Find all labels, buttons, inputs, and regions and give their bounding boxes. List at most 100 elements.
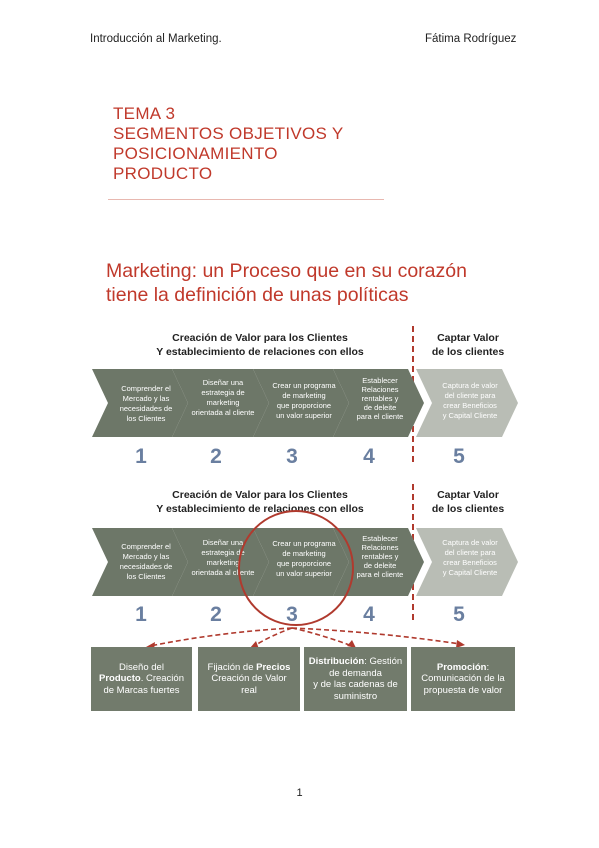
- step-text: marketing: [207, 398, 240, 407]
- chevron-step-4: [333, 369, 424, 437]
- policy-keyword: Promoción: [436, 661, 487, 673]
- step-text: un valor superior: [276, 569, 332, 578]
- group2-heading: Captar Valor: [437, 332, 499, 344]
- step-text: que proporcione: [277, 559, 331, 568]
- step-text: y Capital Cliente: [443, 411, 498, 420]
- section-heading-line: Marketing: un Proceso que en su corazón: [106, 260, 467, 282]
- chevron-step-3: [253, 528, 349, 596]
- step-number: 2: [210, 445, 222, 468]
- document-title: TEMA 3 SEGMENTOS OBJETIVOS Y POSICIONAMI…: [113, 104, 344, 184]
- page-number: 1: [296, 787, 303, 799]
- step-text: Crear un programa: [272, 381, 336, 390]
- step-text: orientada al cliente: [192, 408, 255, 417]
- title-line: PRODUCTO: [113, 164, 213, 183]
- step-number: 1: [135, 445, 147, 468]
- policy-text: . Creación: [140, 673, 184, 685]
- policy-text: :: [486, 661, 490, 673]
- step-text: Comprender el: [121, 542, 171, 551]
- process-diagram-bottom: Creación de Valor para los Clientes Y es…: [92, 484, 518, 650]
- policy-text: suministro: [333, 690, 378, 702]
- step-text: rentables y: [362, 394, 399, 403]
- step-text: que proporcione: [277, 401, 331, 410]
- step-number: 5: [453, 603, 465, 626]
- step-text: marketing: [207, 558, 240, 567]
- group1-heading: Creación de Valor para los Clientes: [172, 332, 348, 344]
- dashed-arrow: [149, 627, 293, 647]
- dashed-arrow: [291, 627, 461, 645]
- header-course-title: Introducción al Marketing.: [90, 33, 222, 45]
- step-text: Diseñar una: [203, 538, 244, 547]
- step-number: 2: [210, 603, 222, 626]
- policy-box-distribution: Distribución: Gestión de demanda y de la…: [304, 647, 407, 711]
- title-line: POSICIONAMIENTO: [113, 144, 278, 163]
- process-diagram-top: Creación de Valor para los Clientes Y es…: [92, 326, 518, 468]
- policy-text: real: [241, 684, 257, 696]
- policy-keyword: Producto: [98, 673, 141, 685]
- step-text: necesidades de: [120, 404, 173, 413]
- step-text: de marketing: [282, 549, 325, 558]
- step-text: Diseñar una: [203, 378, 244, 387]
- step-number: 3: [286, 445, 298, 468]
- policy-text: Fijación de Precios: [208, 662, 291, 674]
- step-text: para el cliente: [357, 412, 404, 421]
- arrowhead: [456, 640, 465, 648]
- dashed-arrow: [253, 627, 293, 647]
- policy-text: propuesta de valor: [423, 684, 503, 696]
- step-text: crear Beneficios: [443, 558, 497, 567]
- policy-text: : Gestión de demanda: [329, 656, 403, 679]
- step-text: estrategia de: [201, 548, 244, 557]
- chevron-step-5: [416, 528, 518, 596]
- dashed-arrow: [291, 627, 353, 647]
- step-text: Relaciones: [361, 385, 398, 394]
- step-number: 4: [363, 445, 375, 468]
- title-line: TEMA 3: [113, 104, 176, 123]
- step-number: 1: [135, 603, 147, 626]
- chevron-step-4: [333, 528, 424, 596]
- policy-text: Distribución: Gestión de demanda: [308, 656, 403, 679]
- step-text: de deleite: [364, 403, 397, 412]
- chevron-step-2: [172, 369, 269, 437]
- step-text: Establecer: [362, 376, 398, 385]
- group1-heading: Creación de Valor para los Clientes: [172, 489, 348, 501]
- step-number: 5: [453, 445, 465, 468]
- step-number: 3: [286, 603, 298, 626]
- policy-box-product: Diseño del Producto. Creación de Marcas …: [91, 647, 192, 711]
- group1-heading: Y establecimiento de relaciones con ello…: [156, 503, 364, 515]
- step-text: y Capital Cliente: [443, 568, 498, 577]
- policy-text: Creación de Valor: [211, 673, 287, 685]
- group2-heading: de los clientes: [432, 346, 505, 358]
- step-text: estrategia de: [201, 388, 244, 397]
- step-text: Mercado y las: [123, 552, 170, 561]
- policy-text: de Marcas fuertes: [103, 684, 180, 696]
- step-text: Captura de valor: [442, 538, 498, 547]
- step-text: de deleite: [364, 561, 397, 570]
- step-text: un valor superior: [276, 411, 332, 420]
- step-text: necesidades de: [120, 562, 173, 571]
- step-number: 4: [363, 603, 375, 626]
- title-divider: [108, 199, 384, 200]
- chevron-step-1: [92, 528, 188, 596]
- step-text: del cliente para: [445, 391, 497, 400]
- title-line: SEGMENTOS OBJETIVOS Y: [113, 124, 344, 143]
- group1-heading: Y establecimiento de relaciones con ello…: [156, 346, 364, 358]
- arrowhead: [347, 640, 356, 648]
- section-heading-line: tiene la definición de unas políticas: [106, 284, 409, 306]
- policy-text: Promoción:: [437, 662, 489, 674]
- group2-heading: de los clientes: [432, 503, 505, 515]
- step-text: Establecer: [362, 534, 398, 543]
- step-text: crear Beneficios: [443, 401, 497, 410]
- section-heading: Marketing: un Proceso que en su corazón …: [106, 259, 467, 307]
- policy-text: Comunicación de la: [421, 673, 505, 685]
- policy-keyword: Precios: [256, 661, 291, 673]
- step-text: orientada al cliente: [192, 568, 255, 577]
- chevron-step-3: [253, 369, 349, 437]
- header-author: Fátima Rodríguez: [425, 33, 517, 45]
- group2-heading: Captar Valor: [437, 489, 499, 501]
- step-text: del cliente para: [445, 548, 497, 557]
- step-text: Relaciones: [361, 543, 398, 552]
- step-text: los Clientes: [127, 414, 166, 423]
- step-text: para el cliente: [357, 570, 404, 579]
- policy-box-promotion: Promoción: Comunicación de la propuesta …: [411, 647, 515, 711]
- policy-text: Producto. Creación: [99, 673, 184, 685]
